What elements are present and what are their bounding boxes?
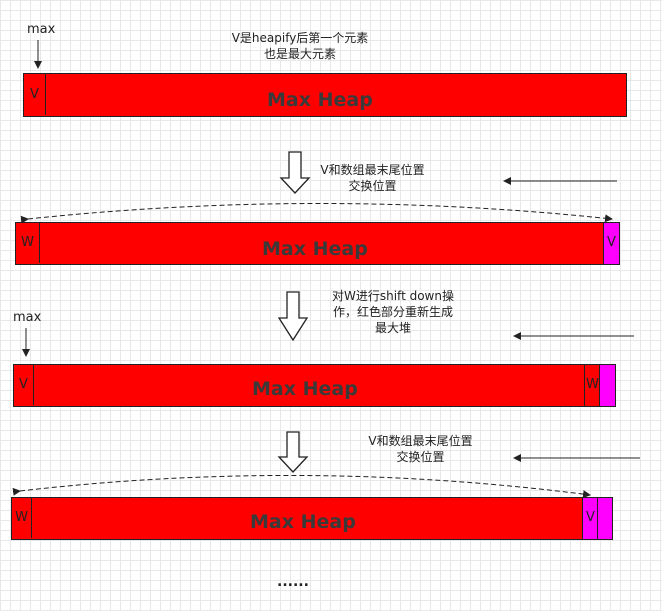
top-note-line-2: 也是最大元素 bbox=[263, 47, 336, 61]
down-arrow-3 bbox=[277, 431, 309, 473]
heap-label-1: Max Heap bbox=[267, 89, 373, 111]
heap-label-3: Max Heap bbox=[252, 378, 358, 400]
cell-w: W bbox=[12, 498, 32, 538]
step3-note-line-2: 交换位置 bbox=[396, 450, 445, 464]
step3-note-line-1: V和数组最末尾位置 bbox=[368, 434, 473, 448]
swapped-cell-w: W bbox=[584, 364, 601, 407]
down-arrow-2 bbox=[277, 291, 309, 342]
step2-note: 对W进行shift down操 作，红色部分重新生成 最大堆 bbox=[318, 288, 468, 336]
max-label-2: max bbox=[13, 310, 42, 325]
swap-arc-1 bbox=[20, 203, 613, 224]
step2-note-line-3: 最大堆 bbox=[374, 321, 411, 335]
step2-note-line-1: 对W进行shift down操 bbox=[332, 289, 454, 303]
heap-label-2: Max Heap bbox=[262, 238, 368, 260]
swap-arc-2 bbox=[12, 474, 591, 499]
cell-v: V bbox=[14, 365, 34, 405]
heap-bar-2: W Max Heap bbox=[15, 222, 605, 265]
sorted-cell-2 bbox=[597, 497, 613, 540]
step1-note-line-1: V和数组最末尾位置 bbox=[320, 163, 425, 177]
step1-note-line-2: 交换位置 bbox=[348, 179, 397, 193]
step2-note-line-2: 作，红色部分重新生成 bbox=[332, 305, 453, 319]
sorted-cell-v: V bbox=[603, 222, 620, 265]
heap-label-4: Max Heap bbox=[250, 511, 356, 533]
cell-w: W bbox=[16, 223, 40, 263]
sorted-cell-1 bbox=[599, 364, 616, 407]
top-note-line-1: V是heapify后第一个元素 bbox=[231, 31, 369, 45]
heap-bar-3: V Max Heap bbox=[13, 364, 586, 407]
ellipsis: ...... bbox=[277, 574, 309, 590]
down-arrow-1 bbox=[279, 151, 311, 194]
heap-bar-1: V Max Heap bbox=[23, 73, 627, 117]
top-note: V是heapify后第一个元素 也是最大元素 bbox=[200, 30, 400, 62]
cell-v: V bbox=[24, 74, 46, 115]
step3-note: V和数组最末尾位置 交换位置 bbox=[348, 433, 493, 465]
step1-note: V和数组最末尾位置 交换位置 bbox=[300, 162, 445, 194]
heap-bar-4: W Max Heap bbox=[11, 497, 584, 540]
max-label-1: max bbox=[27, 22, 56, 37]
